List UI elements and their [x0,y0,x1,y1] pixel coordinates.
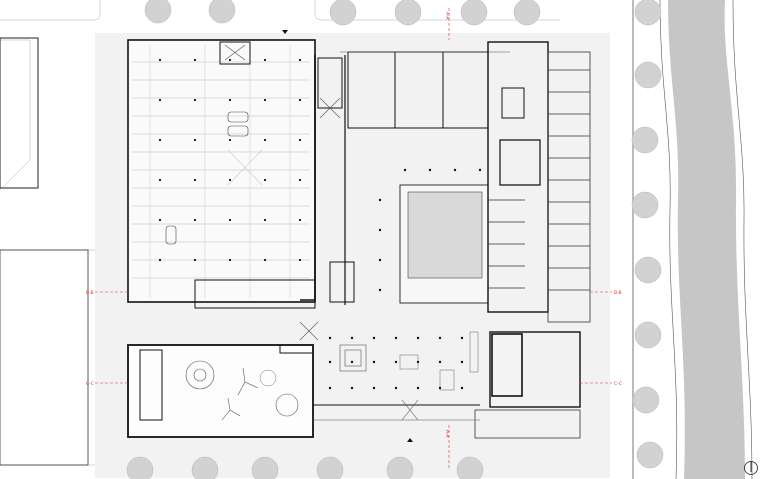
section-label-left-mid: B-B [86,290,94,296]
tree [191,456,219,479]
tree [636,441,664,469]
tree [208,0,236,24]
section-label-right-low: C-C [614,381,622,387]
trees [126,0,664,479]
tree [329,0,357,26]
tree [460,0,488,26]
section-lines: A-A B-B B-B C-C C-C A-A [86,8,622,470]
tree [386,456,414,479]
section-label-left-low: C-C [86,381,94,387]
tree [316,456,344,479]
parking-garage [127,39,316,309]
left-field-lower [0,249,89,466]
tree [513,0,541,26]
tree [251,456,279,479]
section-label-right-mid: B-B [614,290,622,296]
tree [634,61,662,89]
tree [634,256,662,284]
river [659,0,753,479]
tree [394,0,422,26]
tree [631,126,659,154]
tree [634,321,662,349]
tree [631,191,659,219]
tree [634,0,662,26]
river-bank [632,0,634,479]
section-label-top: A-A [444,12,450,21]
section-label-bottom: A-A [444,430,450,439]
left-field [0,37,39,189]
tree [456,456,484,479]
entrance-marker-top [282,30,288,34]
tree [632,386,660,414]
tree [144,0,172,24]
main-building [127,41,591,439]
tree [126,456,154,479]
north-arrow-icon [744,461,758,475]
entrance-marker-bottom [407,438,413,442]
